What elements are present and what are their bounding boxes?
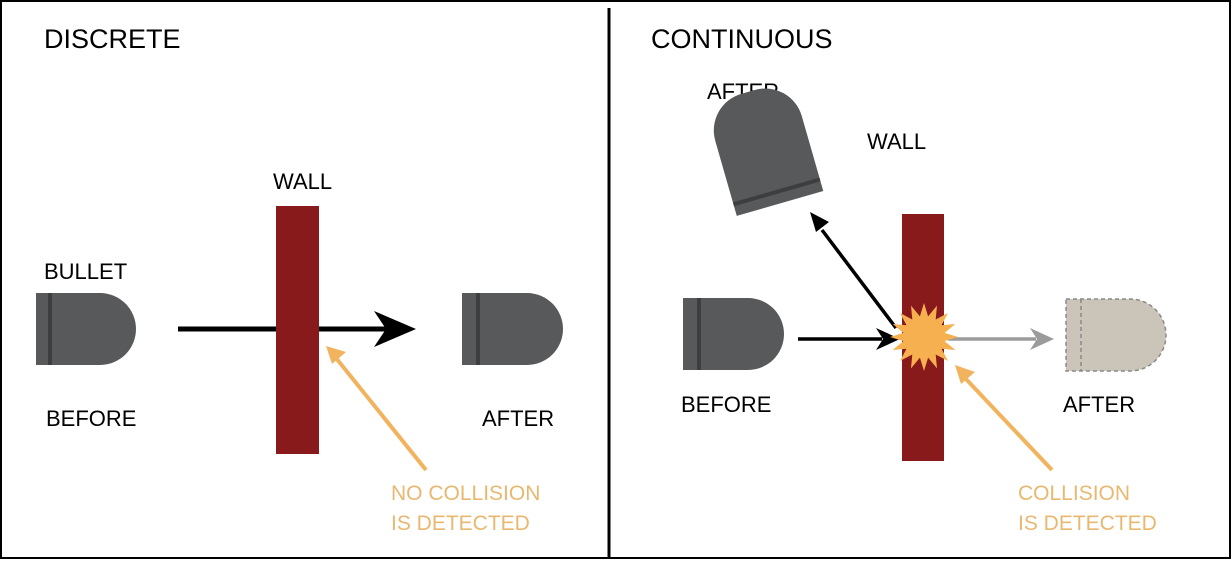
continuous-deflection-arrow-shaft [820,228,898,330]
continuous-note-arrowhead [955,365,975,384]
discrete-note-line1: NO COLLISION [391,482,540,505]
discrete-bullet-label: BULLET [44,259,127,284]
discrete-after-bullet [462,293,563,365]
continuous-ghost-bullet [1065,298,1167,372]
continuous-incoming-arrowhead [876,328,900,350]
discrete-after-label: AFTER [482,406,554,431]
bullet-band [697,298,701,370]
continuous-before-bullet [683,298,784,370]
bullet-band [732,177,821,207]
discrete-motion-arrowhead [374,311,416,347]
continuous-deflected-bullet [713,88,828,216]
discrete-wall [276,206,319,454]
continuous-after-right-label: AFTER [1063,392,1135,417]
continuous-note-arrow [963,376,1054,472]
continuous-title: CONTINUOUS [651,24,833,54]
impact-starburst [890,303,958,371]
discrete-before-label: BEFORE [46,406,136,431]
discrete-title: DISCRETE [44,24,181,54]
discrete-note-line2: IS DETECTED [391,512,530,535]
discrete-note-arrow [334,356,428,472]
continuous-deflection-arrowhead [810,212,829,232]
discrete-wall-label: WALL [273,169,332,194]
discrete-note-arrowhead [326,346,346,364]
continuous-note-line2: IS DETECTED [1018,512,1157,535]
continuous-panel: CONTINUOUS AFTER WALL BEFORE AFTER [651,24,1167,535]
continuous-note-line1: COLLISION [1018,482,1130,505]
continuous-before-label: BEFORE [681,392,771,417]
continuous-ghost-arrowhead [1030,328,1054,350]
continuous-wall-label: WALL [867,129,926,154]
bullet-band [476,293,480,365]
discrete-before-bullet [36,293,136,365]
discrete-panel: DISCRETE WALL BULLET BEFORE AFTER NO COL… [36,24,563,535]
bullet-band [48,293,52,365]
